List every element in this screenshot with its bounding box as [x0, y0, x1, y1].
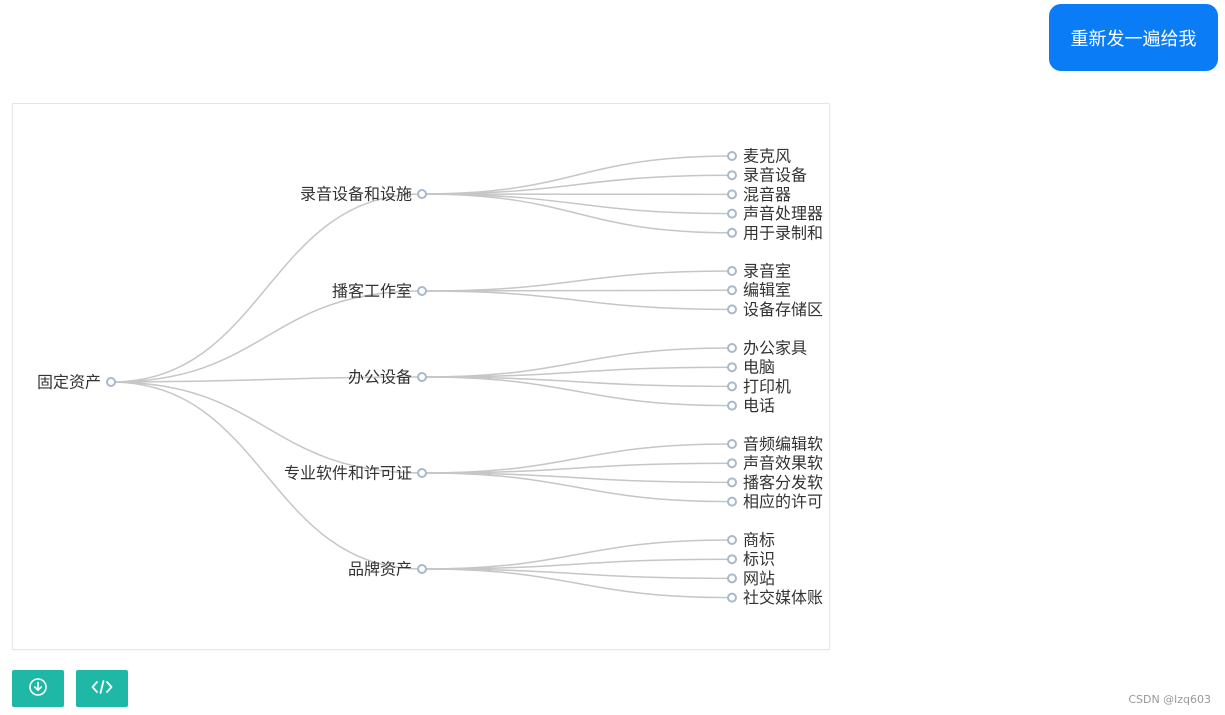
- leaf-node-label: 声音效果软: [743, 454, 823, 473]
- download-button[interactable]: [12, 670, 64, 707]
- leaf-node-label: 社交媒体账: [743, 588, 823, 607]
- branch-leaf-link: [421, 289, 733, 292]
- leaf-node[interactable]: [727, 266, 737, 276]
- leaf-node-label: 相应的许可: [743, 492, 823, 511]
- branch-leaf-link: [421, 193, 733, 215]
- branch-node[interactable]: [417, 286, 427, 296]
- leaf-node[interactable]: [727, 362, 737, 373]
- branch-node-label: 专业软件和许可证: [284, 464, 412, 483]
- branch-leaf-link: [421, 193, 733, 234]
- branch-node[interactable]: [417, 468, 427, 478]
- resend-button[interactable]: 重新发一遍给我: [1049, 4, 1218, 71]
- branch-leaf-link: [421, 568, 733, 580]
- leaf-node[interactable]: [727, 208, 737, 219]
- leaf-node[interactable]: [727, 477, 737, 488]
- leaf-node-label: 标识: [743, 550, 775, 569]
- root-branch-link: [110, 381, 423, 570]
- leaf-node-label: 声音处理器: [743, 204, 823, 223]
- leaf-node-label: 录音设备: [743, 166, 807, 185]
- root-node[interactable]: [106, 377, 116, 387]
- branch-leaf-link: [421, 290, 733, 311]
- leaf-node-label: 网站: [743, 569, 775, 588]
- leaf-node-label: 打印机: [743, 377, 791, 396]
- leaf-node[interactable]: [727, 573, 737, 584]
- branch-leaf-link: [421, 366, 733, 378]
- leaf-node[interactable]: [727, 439, 737, 449]
- leaf-node[interactable]: [727, 535, 737, 545]
- branch-leaf-link: [421, 376, 733, 407]
- leaf-node[interactable]: [727, 285, 737, 296]
- code-icon: [91, 679, 113, 698]
- branch-leaf-link: [421, 155, 733, 195]
- leaf-node-label: 设备存储区: [743, 300, 823, 319]
- leaf-node[interactable]: [727, 400, 737, 411]
- leaf-node-label: 播客分发软: [743, 473, 823, 492]
- leaf-node[interactable]: [727, 343, 737, 353]
- branch-node-label: 录音设备和设施: [300, 185, 412, 204]
- leaf-node-label: 电话: [743, 396, 775, 415]
- branch-leaf-link: [421, 270, 733, 292]
- branch-leaf-link: [421, 376, 733, 388]
- branch-node[interactable]: [417, 189, 427, 199]
- branch-leaf-link: [421, 472, 733, 503]
- leaf-node[interactable]: [727, 151, 737, 161]
- branch-leaf-link: [421, 539, 733, 570]
- leaf-node[interactable]: [727, 496, 737, 507]
- branch-leaf-link: [421, 472, 733, 484]
- root-node-label: 固定资产: [37, 373, 101, 392]
- leaf-node-label: 麦克风: [743, 147, 791, 166]
- leaf-node-label: 混音器: [743, 185, 791, 204]
- branch-node[interactable]: [417, 372, 427, 382]
- leaf-node[interactable]: [727, 170, 737, 181]
- branch-leaf-link: [421, 568, 733, 599]
- leaf-node[interactable]: [727, 554, 737, 565]
- branch-leaf-link: [421, 443, 733, 474]
- root-branch-link: [110, 290, 423, 383]
- leaf-node-label: 录音室: [743, 262, 791, 281]
- leaf-node[interactable]: [727, 189, 737, 200]
- branch-node[interactable]: [417, 564, 427, 574]
- leaf-node[interactable]: [727, 381, 737, 392]
- leaf-node[interactable]: [727, 592, 737, 603]
- branch-leaf-link: [421, 347, 733, 378]
- leaf-node-label: 商标: [743, 531, 775, 550]
- root-branch-link: [110, 193, 423, 383]
- watermark: CSDN @lzq603: [1128, 693, 1211, 706]
- leaf-node-label: 编辑室: [743, 281, 791, 300]
- leaf-node-label: 音频编辑软: [743, 435, 823, 454]
- branch-leaf-link: [421, 462, 733, 474]
- branch-leaf-link: [421, 558, 733, 570]
- code-button[interactable]: [76, 670, 128, 707]
- branch-leaf-link: [421, 174, 733, 195]
- leaf-node[interactable]: [727, 227, 737, 238]
- download-circle-icon: [28, 677, 48, 700]
- leaf-node[interactable]: [727, 458, 737, 469]
- branch-node-label: 播客工作室: [332, 282, 412, 301]
- branch-node-label: 品牌资产: [348, 560, 412, 579]
- leaf-node[interactable]: [727, 304, 737, 315]
- leaf-node-label: 用于录制和: [743, 223, 823, 242]
- root-branch-link: [110, 376, 423, 383]
- mindmap-panel: 固定资产 录音设备和设施 麦克风录音设备混音器声音处理器用于录制和播客工作室 录音室编…: [12, 103, 830, 650]
- root-branch-link: [110, 381, 423, 474]
- leaf-node-label: 办公家具: [743, 339, 807, 358]
- leaf-node-label: 电脑: [743, 358, 775, 377]
- branch-node-label: 办公设备: [348, 368, 412, 387]
